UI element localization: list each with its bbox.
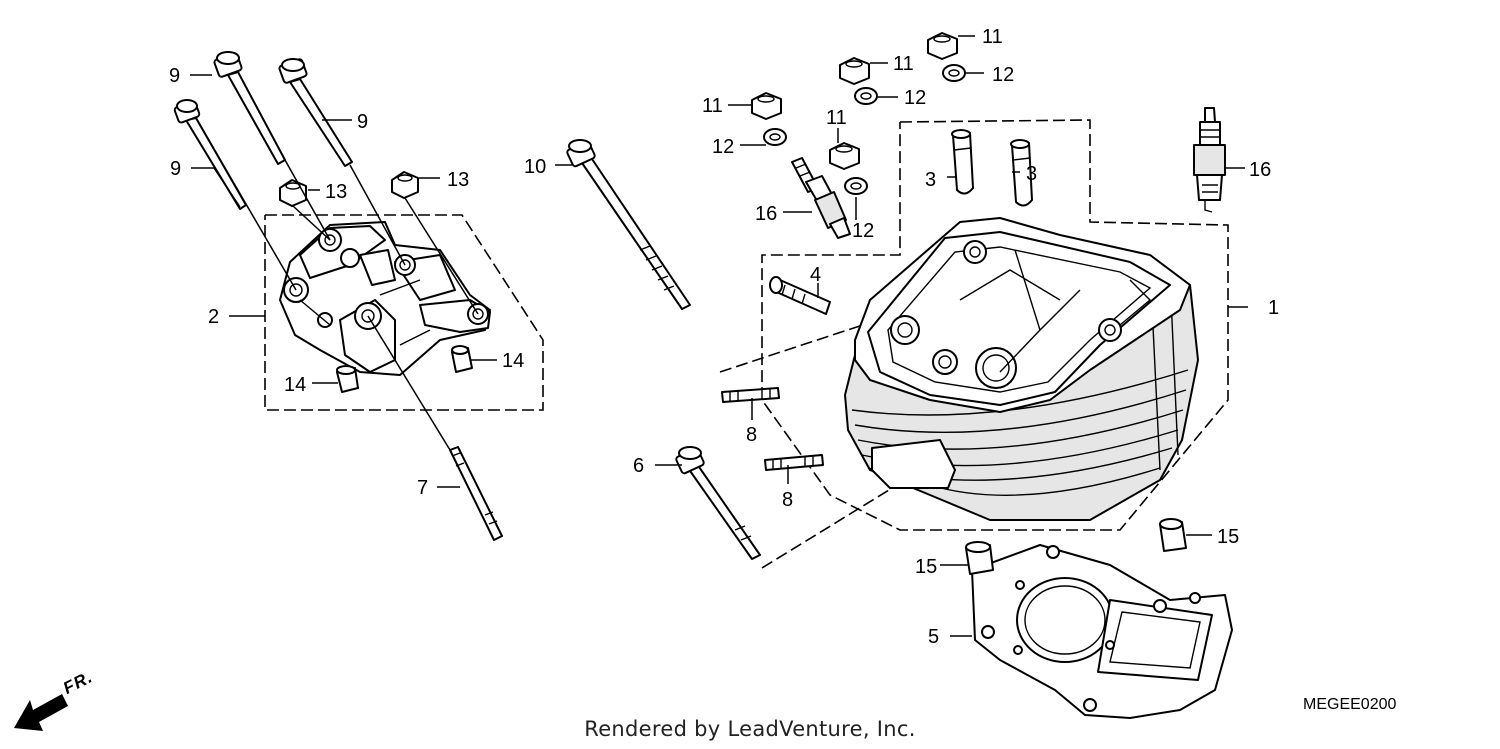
callout-12-d: 12 <box>852 220 874 242</box>
callout-13-right: 13 <box>447 169 469 191</box>
bolt-6 <box>675 446 761 560</box>
dowel-14-left <box>336 365 359 393</box>
callout-12-c: 12 <box>992 64 1014 86</box>
washer-12-c <box>942 64 966 82</box>
render-credit: Rendered by LeadVenture, Inc. <box>584 717 916 741</box>
callout-10: 10 <box>524 156 546 178</box>
dowel-15-right <box>1159 518 1187 552</box>
leader-lines <box>190 35 1248 637</box>
drawing-code: MEGEE0200 <box>1303 696 1397 713</box>
callout-labels: 1 2 3 3 4 5 6 7 8 8 9 9 9 10 11 11 11 11… <box>169 26 1279 648</box>
callout-13-left: 13 <box>325 181 347 203</box>
callout-6: 6 <box>633 455 644 477</box>
bolt-10 <box>566 139 691 310</box>
callout-2: 2 <box>208 306 219 328</box>
stud-8-lower <box>764 454 824 471</box>
callout-15-left: 15 <box>915 556 937 578</box>
callout-7: 7 <box>417 477 428 499</box>
nut-13-left <box>279 179 307 207</box>
valve-guide-3-right <box>1010 139 1033 207</box>
callout-15-right: 15 <box>1217 526 1239 548</box>
dowel-14-right <box>451 345 473 373</box>
washer-12-a <box>763 128 787 146</box>
callout-14-right: 14 <box>502 350 524 372</box>
callout-3-right: 3 <box>1026 163 1037 185</box>
stud-7 <box>449 446 503 541</box>
callout-9-left: 9 <box>170 158 181 180</box>
callout-3-left: 3 <box>925 169 936 191</box>
callout-14-left: 14 <box>284 374 306 396</box>
nut-11-d <box>829 142 860 170</box>
callout-11-a: 11 <box>702 95 723 117</box>
callout-1: 1 <box>1268 297 1279 319</box>
spark-plug-16-left <box>791 157 851 239</box>
rocker-assembly-boundary <box>264 214 544 411</box>
callout-5: 5 <box>928 626 939 648</box>
dowel-15-left <box>965 541 994 575</box>
callout-9-top: 9 <box>169 65 180 87</box>
callout-12-b: 12 <box>904 87 926 109</box>
valve-guide-3-left <box>951 129 974 195</box>
callout-16-left: 16 <box>755 203 777 225</box>
stud-8-upper <box>721 387 780 403</box>
callout-4: 4 <box>810 264 821 286</box>
washer-12-b <box>854 87 878 105</box>
callout-16-right: 16 <box>1249 159 1271 181</box>
nut-11-c <box>927 32 958 60</box>
bolt-9-left <box>173 99 247 210</box>
callout-12-a: 12 <box>712 136 734 158</box>
callout-11-c: 11 <box>982 26 1003 48</box>
nut-13-right <box>391 171 419 199</box>
nut-11-a <box>751 92 782 120</box>
part-4 <box>769 276 831 315</box>
cylinder-head <box>844 217 1199 521</box>
bolt-9-right <box>278 58 353 167</box>
callout-11-d: 11 <box>826 107 847 129</box>
washer-12-d <box>844 177 868 195</box>
callout-8-lower: 8 <box>782 489 793 511</box>
head-gasket <box>971 544 1233 719</box>
front-arrow-icon <box>14 694 68 731</box>
callout-9-right: 9 <box>357 111 368 133</box>
callout-11-b: 11 <box>893 53 914 75</box>
callout-8-upper: 8 <box>746 424 757 446</box>
spark-plug-16-right <box>1193 107 1226 213</box>
nut-11-b <box>839 57 870 85</box>
bolt-9-middle <box>213 51 286 165</box>
